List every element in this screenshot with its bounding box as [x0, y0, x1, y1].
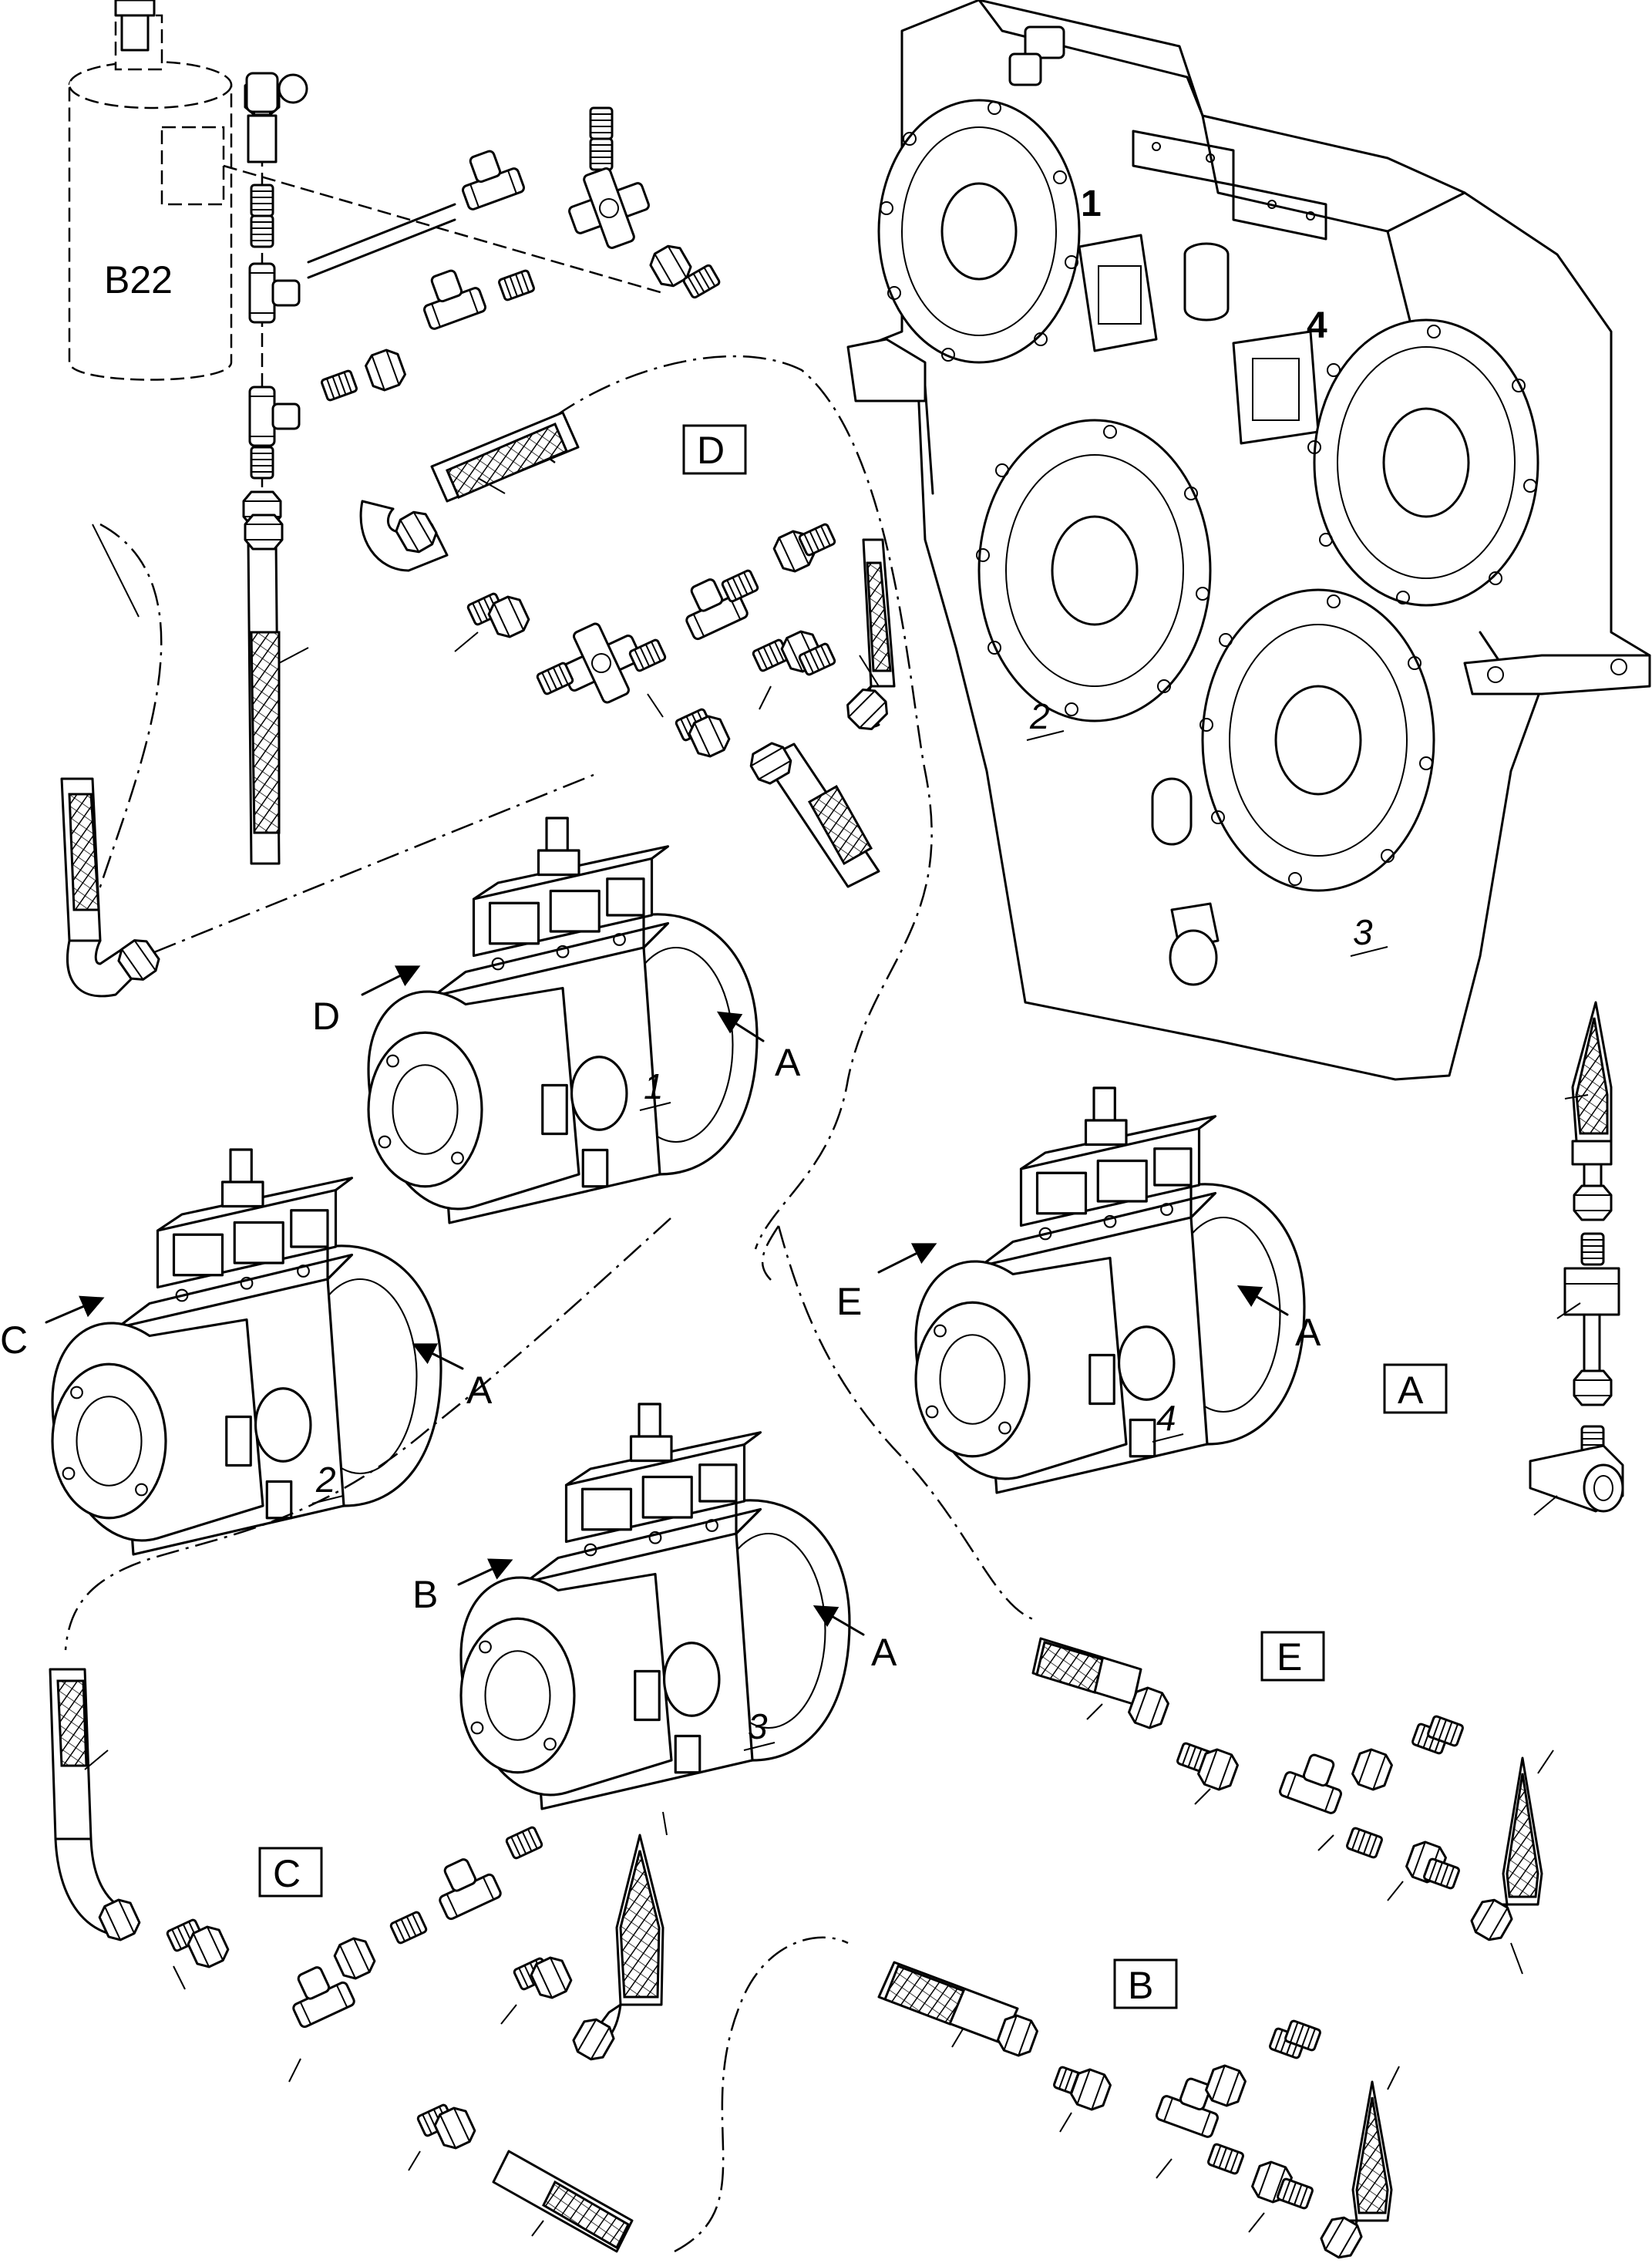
pump-inlet-label: C: [0, 1318, 28, 1362]
detail-box-label: C: [273, 1852, 301, 1895]
pump-number: 2: [315, 1460, 336, 1500]
pump-inlet-label: E: [836, 1280, 862, 1323]
detail-box-label: B: [1128, 1964, 1153, 2007]
pump-link-dash: [761, 1225, 780, 1281]
pump-inlet-label: B: [412, 1573, 438, 1616]
gearbox-port-number: 3: [1353, 912, 1373, 952]
pump-3: B A 3: [412, 1403, 897, 1810]
detail-c-assembly: C: [49, 1217, 671, 2253]
reservoir-b22: B22: [68, 0, 233, 381]
gearbox-port-number: 2: [1029, 696, 1050, 736]
gearbox-port-number: 4: [1307, 305, 1327, 346]
pump-number: 3: [748, 1706, 768, 1746]
pump-outlet-label: A: [466, 1369, 493, 1412]
reservoir-hose: [60, 514, 594, 998]
reservoir-fitting-stack: [223, 72, 722, 527]
gearbox-drain-port: [1151, 777, 1220, 986]
detail-box-label: D: [697, 429, 725, 472]
pump-outlet-label: A: [1295, 1311, 1321, 1354]
gearbox-port-2: 2: [976, 419, 1212, 741]
pump-outlet-label: A: [871, 1631, 897, 1674]
pump-inlet-label: D: [312, 995, 340, 1038]
pump-2: C A 2: [0, 1148, 493, 1556]
pump-4: E A 4: [836, 1086, 1321, 1494]
pump-outlet-label: A: [775, 1041, 801, 1084]
gearbox-port-4: 4: [1232, 305, 1539, 607]
detail-box-label: E: [1277, 1635, 1302, 1679]
pump-number: 1: [644, 1066, 664, 1106]
pump-1: D A 1: [312, 817, 801, 1224]
pump-number: 4: [1156, 1398, 1176, 1438]
detail-a-assembly: A: [1383, 1001, 1624, 1516]
detail-b-assembly: B: [674, 1936, 1400, 2263]
detail-d-assembly: D: [359, 355, 933, 1250]
gearbox-port-1: 1: [877, 99, 1158, 364]
reservoir-label: B22: [104, 258, 173, 301]
detail-box-label: A: [1398, 1369, 1424, 1412]
gearbox-port-3: 3: [1199, 588, 1435, 957]
gearbox-port-number: 1: [1081, 184, 1102, 224]
detail-e-assembly: E: [777, 1225, 1554, 1975]
